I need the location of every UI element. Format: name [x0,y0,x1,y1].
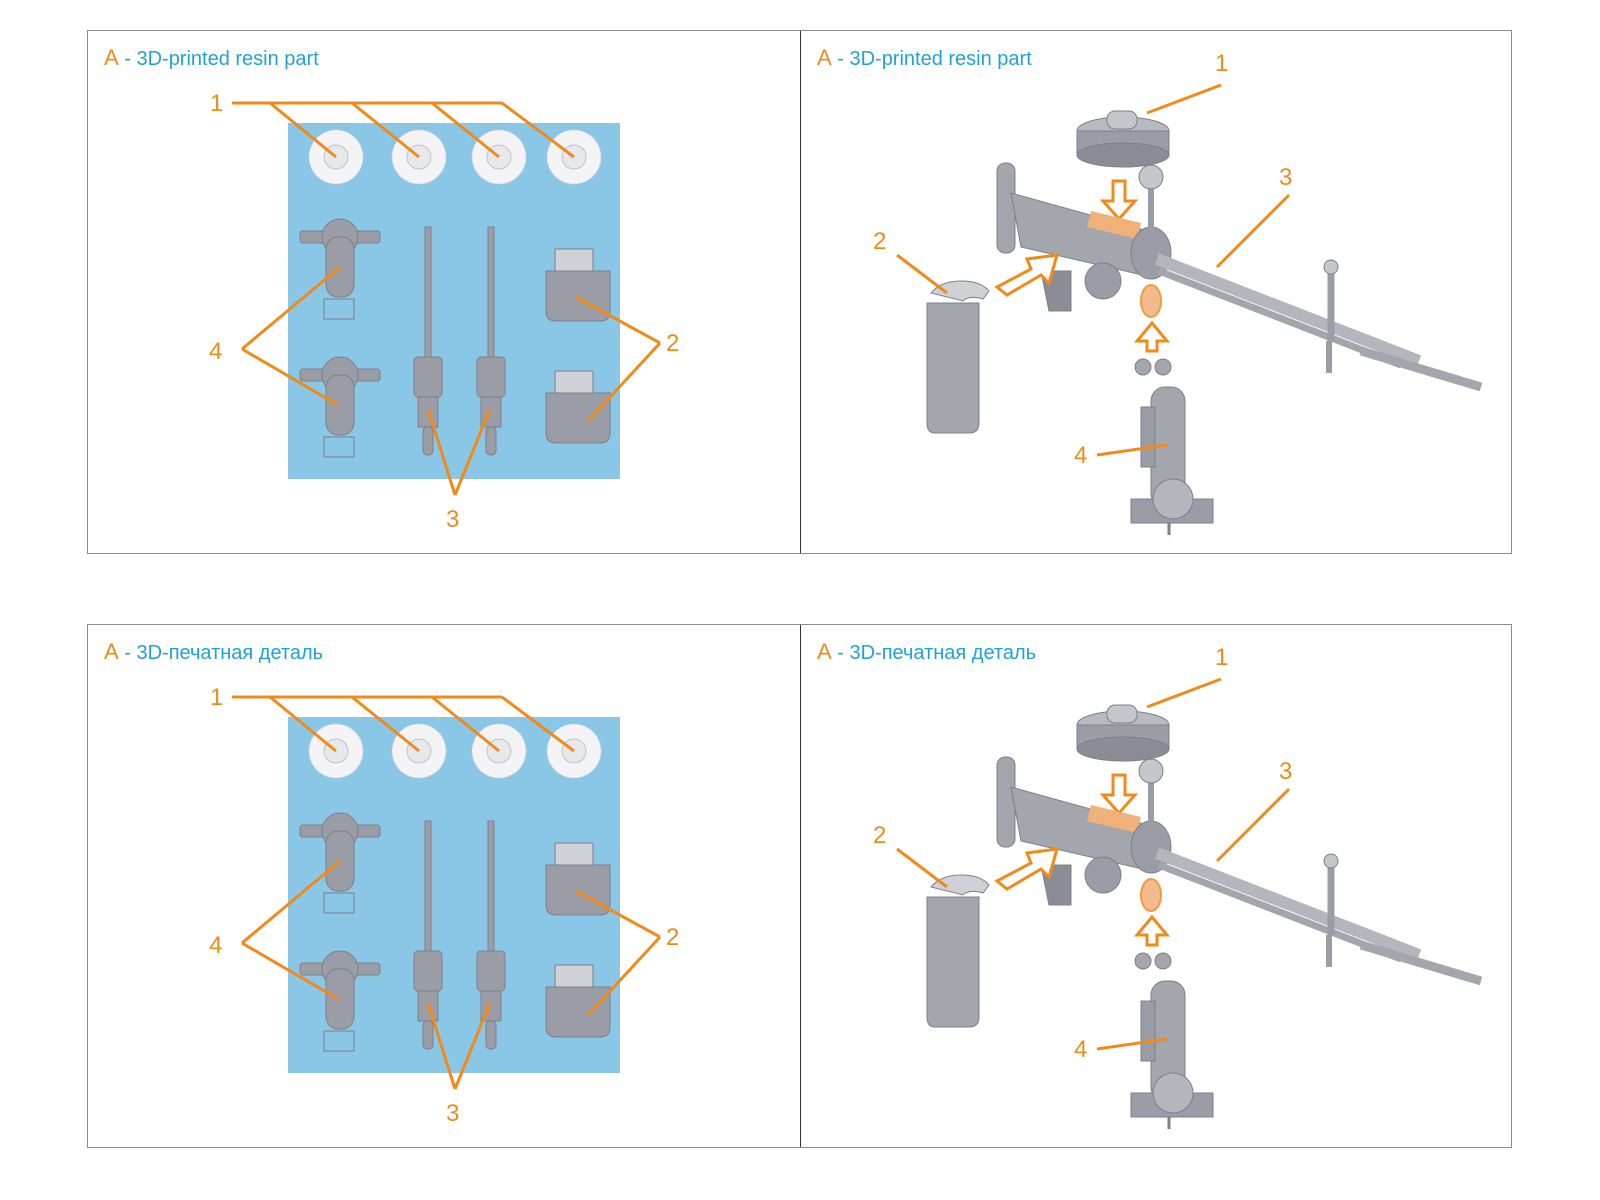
drum-magazine-icon [1076,704,1170,762]
mount-part-icon [299,356,381,458]
assembly-illustration: 1 2 3 4 [873,50,1483,535]
resin-parts-panel: A - 3D-printed resin part [88,31,800,553]
callout-label: 4 [1074,1036,1087,1063]
callout-label: 1 [1215,644,1228,671]
part-description: - 3D-печатная деталь [118,642,324,664]
tripod-mount-icon [1130,952,1214,1129]
arrow-right-icon [994,253,1060,297]
callout-leader-2 [575,295,662,423]
callout-leaders [232,101,662,496]
machine-gun-body-icon [996,162,1483,392]
socket-highlight [1140,284,1162,318]
callout-label: 1 [1215,50,1228,77]
callout-label: 4 [209,932,222,959]
mount-part-icon [299,950,381,1052]
panel-title: A - 3D-printed resin part [104,45,319,71]
panel-divider [800,625,801,1147]
callout-label: 4 [1074,442,1087,469]
barrel-part-icon [476,820,506,1050]
tripod-mount-icon [1130,358,1214,535]
callout-label: 3 [1279,164,1292,191]
callout-leader-4 [241,265,341,407]
assembly-panel: A - 3D-printed resin part [801,31,1511,553]
mount-parts [299,218,381,458]
part-letter: A [104,45,119,70]
arrow-right-icon [994,847,1060,891]
callout-label: 3 [1279,758,1292,785]
mount-part-icon [299,218,381,320]
panel-title: A - 3D-печатная деталь [817,639,1036,665]
callout-leader-2 [896,253,948,295]
shield-part-icon [545,370,611,444]
instruction-sheet: A - 3D-печатная деталь [87,624,1512,1148]
callout-label: 3 [446,1100,459,1127]
arrow-down-icon [1099,773,1139,816]
barrel-parts [413,226,506,456]
callout-leader-1 [1146,677,1222,709]
callout-leader-3 [1215,193,1291,269]
callout-leader-4 [241,859,341,1001]
callout-leaders [232,695,662,1090]
socket-highlight [1140,878,1162,912]
callout-leader-1 [232,695,575,753]
assembly-panel: A - 3D-печатная деталь [801,625,1511,1147]
callout-leader-4 [1096,443,1168,457]
arrow-down-icon [1099,179,1139,222]
barrel-part-icon [413,226,443,456]
callout-label: 2 [873,822,886,849]
barrel-parts [413,820,506,1050]
resin-plate-illustration: 1 2 3 4 [209,90,679,533]
callout-leader-2 [575,889,662,1017]
callout-leader-1 [232,101,575,159]
callout-label: 3 [446,506,459,533]
panel-divider [800,31,801,553]
panel-title: A - 3D-печатная деталь [104,639,323,665]
arrow-up-icon [1133,320,1171,353]
shield-icon [926,280,990,434]
part-description: - 3D-печатная деталь [831,642,1037,664]
callout-leader-2 [896,847,948,889]
part-letter: A [817,639,832,664]
callout-label: 4 [209,338,222,365]
shield-part-icon [545,964,611,1038]
arrow-up-icon [1133,914,1171,947]
callout-label: 2 [666,924,679,951]
drum-magazine-icon [1076,110,1170,168]
callout-label: 2 [666,330,679,357]
assembly-illustration: 1 2 3 4 [873,644,1483,1129]
part-letter: A [817,45,832,70]
machine-gun-body-icon [996,756,1483,986]
resin-parts-panel: A - 3D-печатная деталь [88,625,800,1147]
callout-leader-1 [1146,83,1222,115]
shield-icon [926,874,990,1028]
part-description: - 3D-printed resin part [118,48,319,70]
instruction-sheet: A - 3D-printed resin part [87,30,1512,554]
callout-label: 1 [210,90,223,117]
resin-plate-illustration: 1 2 3 4 [209,684,679,1127]
callout-leader-4 [1096,1037,1168,1051]
part-description: - 3D-printed resin part [831,48,1032,70]
barrel-part-icon [476,226,506,456]
callout-leader-3 [426,408,492,496]
callout-leader-3 [1215,787,1291,863]
callout-leader-3 [426,1002,492,1090]
callout-label: 1 [210,684,223,711]
part-letter: A [104,639,119,664]
panel-title: A - 3D-printed resin part [817,45,1032,71]
shield-parts [545,248,611,444]
callout-leaders [896,677,1291,1051]
callout-label: 2 [873,228,886,255]
callout-leaders [896,83,1291,457]
